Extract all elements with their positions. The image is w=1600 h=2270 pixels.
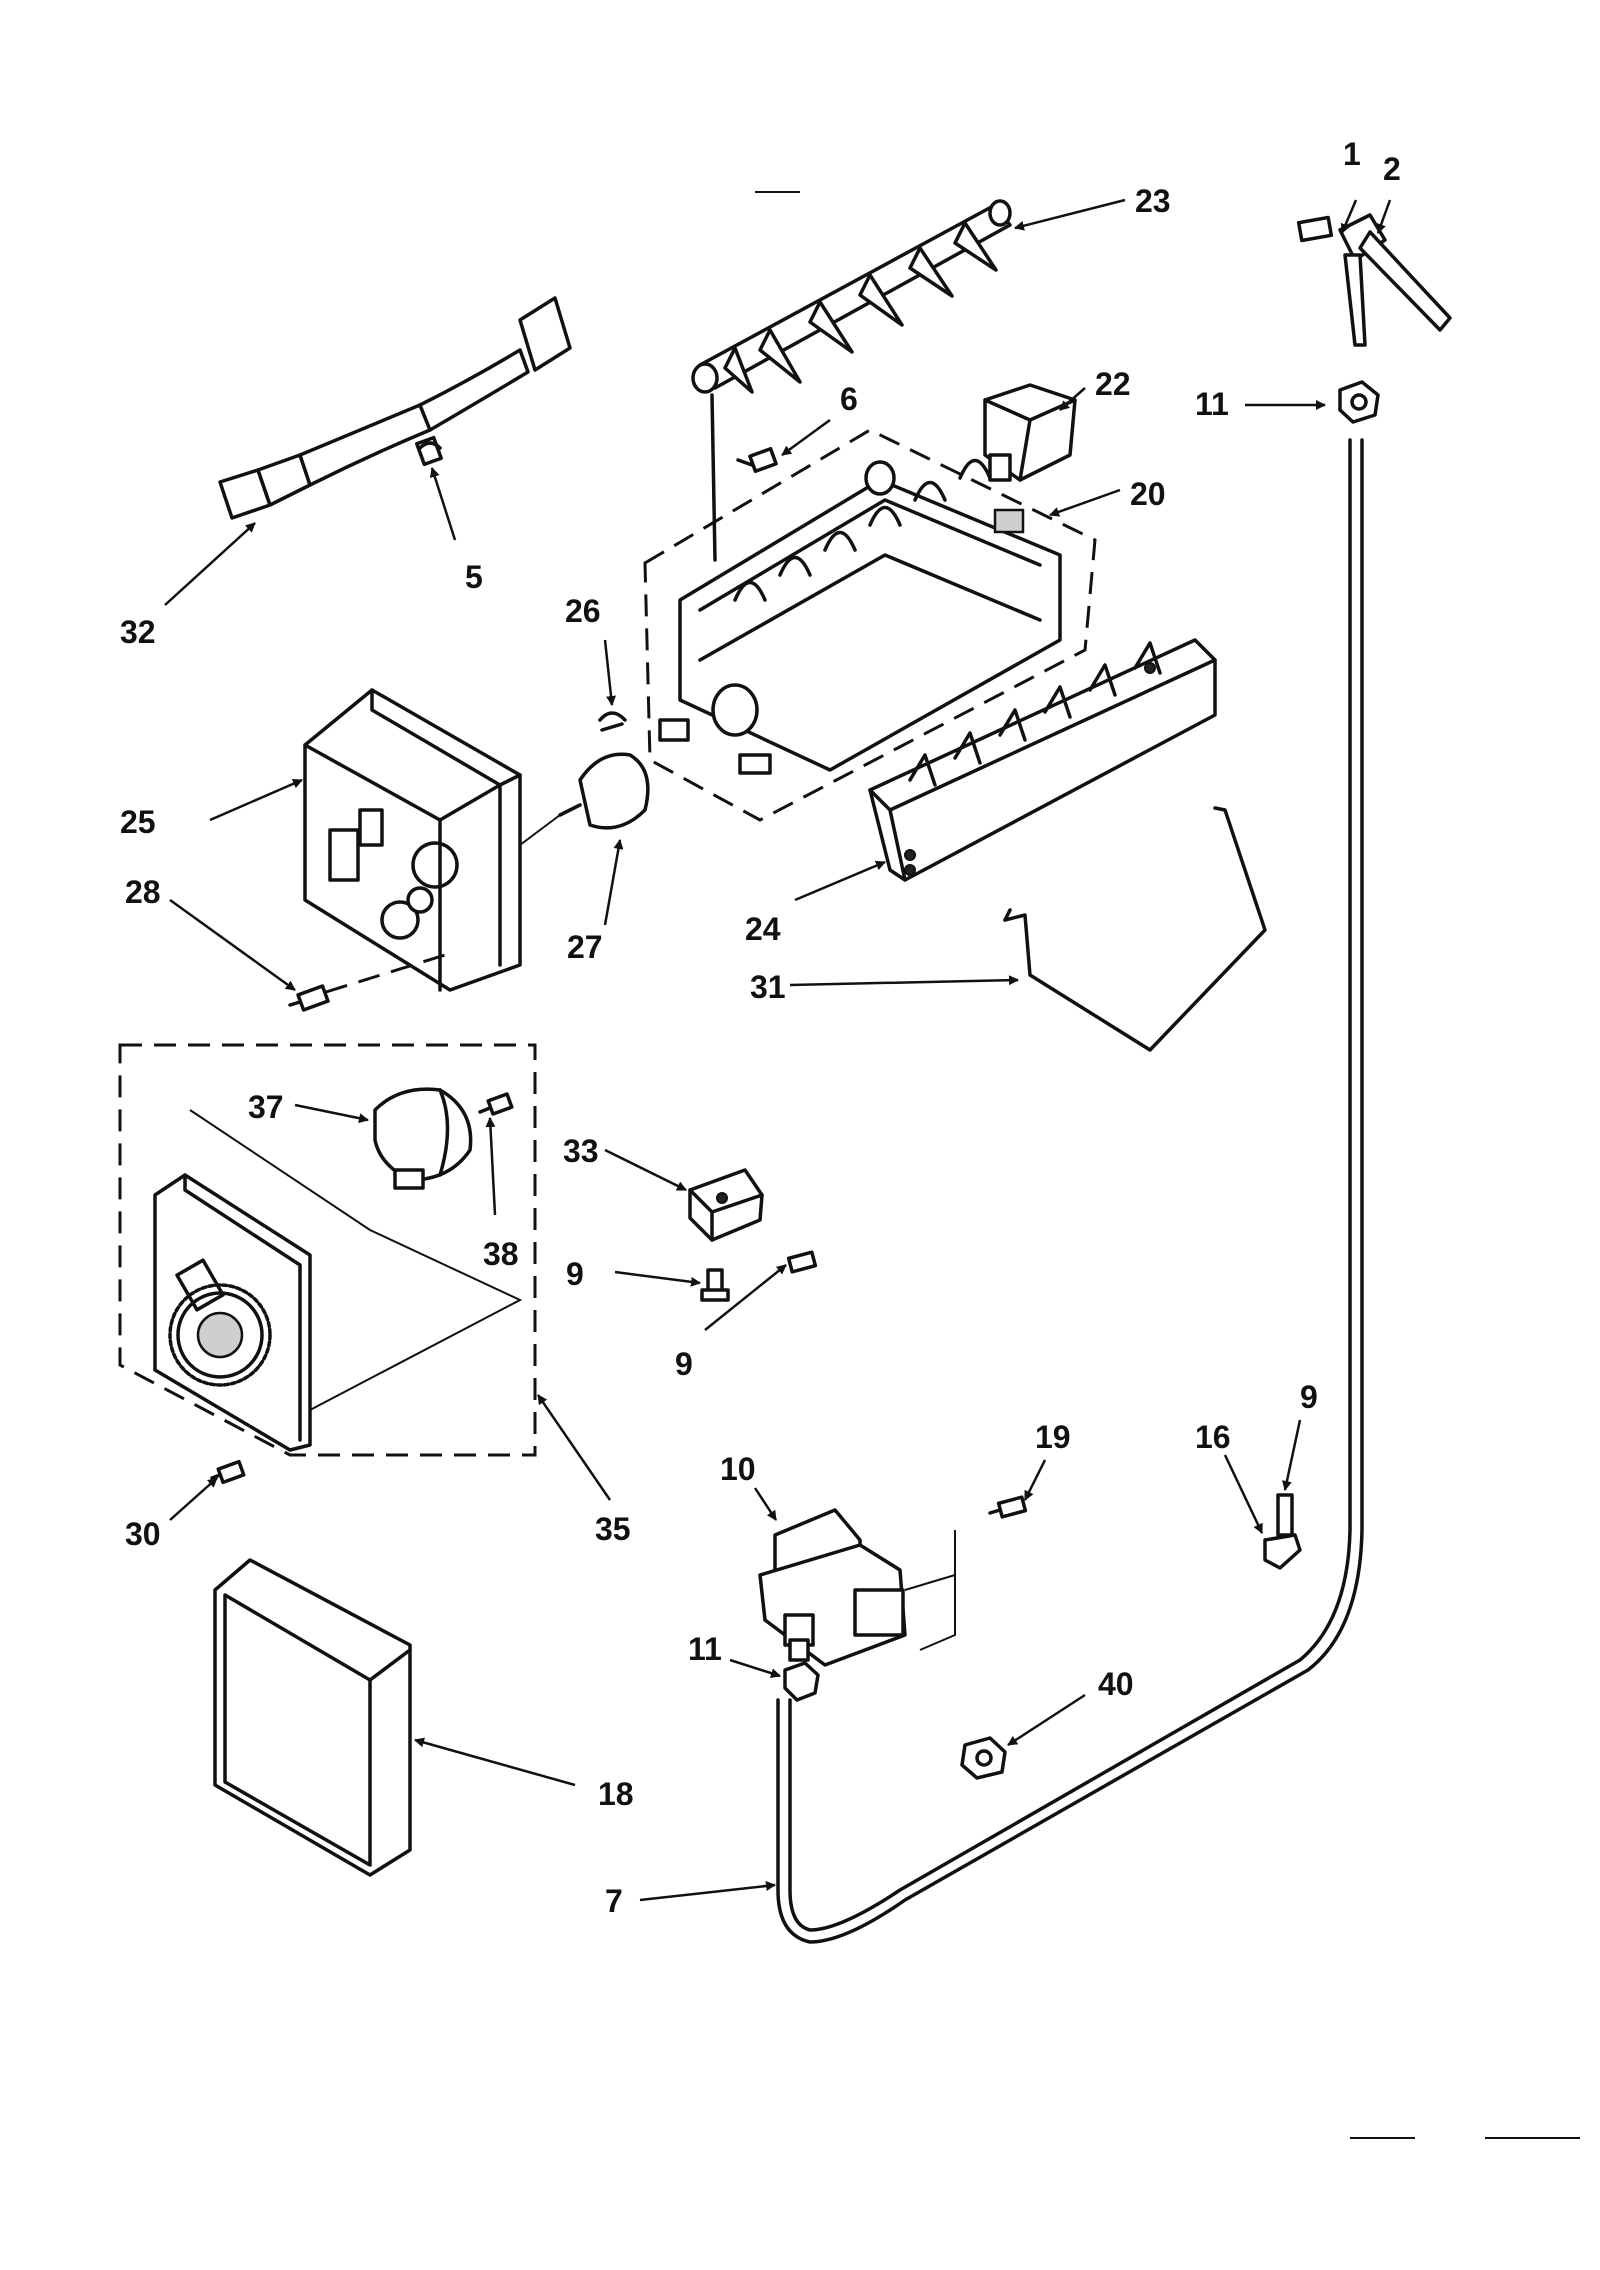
- screw-part-9-b: [786, 1250, 818, 1274]
- callout-27: 27: [567, 929, 603, 965]
- callout-26: 26: [565, 593, 601, 629]
- screw-part-28: [288, 953, 446, 1012]
- callout-9-lower: 9: [675, 1346, 693, 1382]
- module-housing-part-25: [303, 688, 522, 992]
- callout-24: 24: [745, 911, 781, 947]
- callout-2: 2: [1383, 151, 1401, 187]
- callout-9-right: 9: [1300, 1379, 1318, 1415]
- fill-cup-part-22: [983, 383, 1077, 482]
- screw-part-6: [736, 446, 778, 474]
- callout-25: 25: [120, 804, 156, 840]
- callout-6: 6: [840, 381, 858, 417]
- callout-22: 22: [1095, 366, 1131, 402]
- clip-part-5: [418, 441, 442, 450]
- motor-part-37: [373, 1087, 473, 1190]
- callout-37: 37: [248, 1089, 284, 1125]
- callout-35: 35: [595, 1511, 631, 1547]
- callout-23: 23: [1135, 183, 1171, 219]
- nut-part-40: [960, 1736, 1007, 1780]
- water-valve-part-10: [758, 1508, 956, 1667]
- motor-assembly-part-35: [118, 1043, 537, 1457]
- bracket-part-33: [688, 1168, 764, 1242]
- callout-19: 19: [1035, 1419, 1071, 1455]
- callout-31: 31: [750, 969, 786, 1005]
- nut-part-11-a: [1338, 380, 1380, 424]
- water-tube-part-7: [776, 438, 1364, 1944]
- clamp-part-16: [1263, 1493, 1302, 1570]
- callout-11-lower: 11: [688, 1631, 722, 1667]
- fill-tube-part-2: [1338, 213, 1452, 347]
- callout-28: 28: [125, 874, 161, 910]
- ejector-part-23: [691, 199, 1012, 394]
- callout-20: 20: [1130, 476, 1166, 512]
- callout-labels: 1 2 23 22 6 11 20 5 32 26 25 28 27 24 31…: [120, 136, 1401, 1919]
- callout-30: 30: [125, 1516, 161, 1552]
- cover-part-18: [213, 1558, 412, 1877]
- callout-1: 1: [1343, 136, 1361, 172]
- thermostat-part-27: [519, 752, 650, 846]
- callout-7: 7: [605, 1883, 623, 1919]
- clip-part-26: [598, 711, 627, 732]
- callout-10: 10: [720, 1451, 756, 1487]
- callout-11-upper: 11: [1195, 386, 1229, 422]
- callout-32: 32: [120, 614, 156, 650]
- screw-part-1: [1296, 215, 1334, 243]
- wire-harness-part-32: [218, 296, 572, 520]
- screw-part-38: [478, 1092, 514, 1116]
- callout-38: 38: [483, 1236, 519, 1272]
- stripper-part-24: [868, 638, 1217, 882]
- nut-part-11-b: [783, 1661, 820, 1702]
- leader-lines: [164, 198, 1392, 1902]
- shutoff-arm-part-31: [1003, 806, 1267, 1052]
- callout-33: 33: [563, 1133, 599, 1169]
- screw-part-9-a: [700, 1268, 730, 1302]
- callout-5: 5: [465, 559, 483, 595]
- screw-part-19: [988, 1495, 1028, 1519]
- callout-9-left: 9: [566, 1256, 584, 1292]
- mold-part-20: [643, 393, 1097, 822]
- callout-16: 16: [1195, 1419, 1231, 1455]
- callout-18: 18: [598, 1776, 634, 1812]
- callout-40: 40: [1098, 1666, 1134, 1702]
